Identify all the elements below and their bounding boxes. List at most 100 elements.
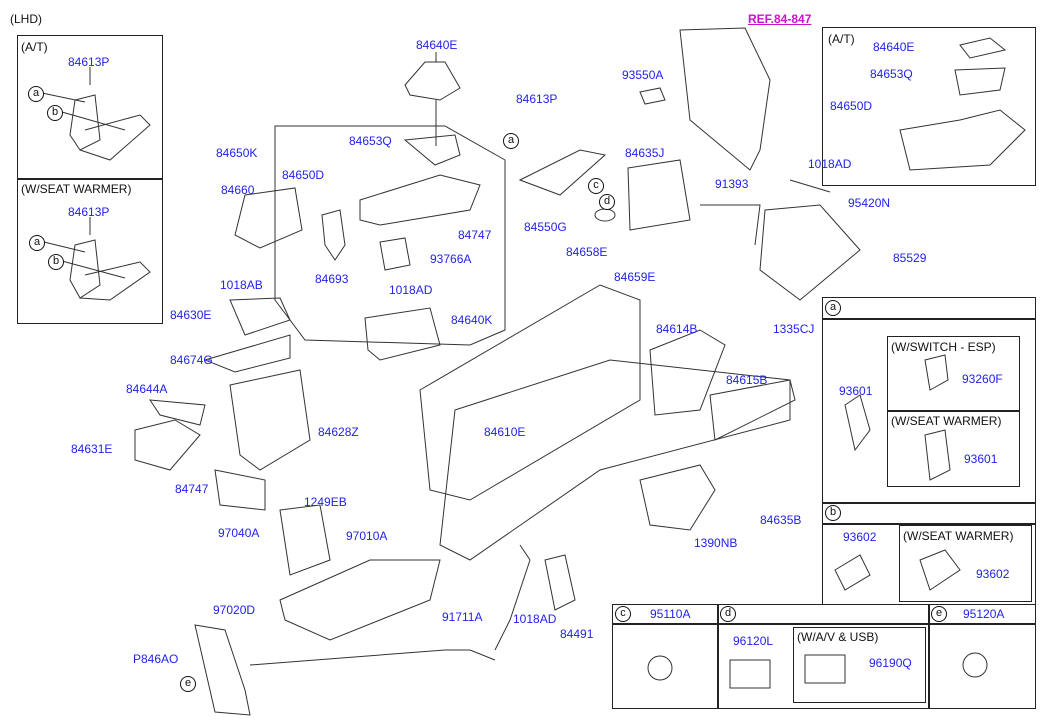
part-label[interactable]: 93602 xyxy=(976,567,1010,581)
part-label[interactable]: 84550G xyxy=(524,220,567,234)
part-label[interactable]: 1018AD xyxy=(389,283,433,297)
part-label[interactable]: 84674G xyxy=(170,353,213,367)
part-label[interactable]: 84650D xyxy=(282,168,325,182)
part-label[interactable]: 96120L xyxy=(733,634,774,648)
part-label[interactable]: 93550A xyxy=(622,68,664,82)
part-label[interactable]: 84610E xyxy=(484,425,526,439)
bracket-84491 xyxy=(544,554,576,611)
mat xyxy=(203,334,291,373)
part-label[interactable]: 95120A xyxy=(963,607,1005,621)
part-label[interactable]: 84660 xyxy=(221,183,255,197)
ref-link[interactable]: REF.84-847 xyxy=(748,12,812,26)
part-label[interactable]: 91393 xyxy=(715,177,749,191)
crash-pad-ref xyxy=(679,27,771,171)
knob-cover xyxy=(321,209,346,261)
panel-cde xyxy=(612,604,1036,709)
warmer-title: (W/SEAT WARMER) xyxy=(891,414,1002,428)
inset-right xyxy=(822,27,1036,186)
part-label[interactable]: 1390NB xyxy=(694,536,738,550)
part-label[interactable]: 93601 xyxy=(964,452,998,466)
part-label[interactable]: 84613P xyxy=(68,55,110,69)
part-label[interactable]: 93260F xyxy=(962,372,1003,386)
callout-a: a xyxy=(503,133,519,149)
cup-84550G xyxy=(594,208,616,222)
shift-bezel xyxy=(403,134,461,166)
part-label[interactable]: 85529 xyxy=(893,251,927,265)
armrest-lid xyxy=(234,187,303,249)
part-label[interactable]: 1018AD xyxy=(513,612,557,626)
inset-at-title: (A/T) xyxy=(21,40,48,54)
part-label[interactable]: 97010A xyxy=(346,529,388,543)
part-label[interactable]: 84640E xyxy=(873,40,915,54)
console-main-body xyxy=(439,359,791,561)
esp-title: (W/SWITCH - ESP) xyxy=(891,340,996,354)
part-label[interactable]: 84614B xyxy=(656,322,698,336)
part-label[interactable]: 84640E xyxy=(416,38,458,52)
panel-b-tag: b xyxy=(825,505,841,521)
divider xyxy=(928,604,930,709)
part-label[interactable]: 84650D xyxy=(830,99,873,113)
part-label[interactable]: 84635B xyxy=(760,513,802,527)
av-title: (W/A/V & USB) xyxy=(797,630,879,644)
part-label[interactable]: 97020D xyxy=(213,603,256,617)
part-label[interactable]: 84693 xyxy=(315,272,349,286)
console-upper-panel xyxy=(359,174,481,226)
callout-c: c xyxy=(588,178,604,194)
callout-a: a xyxy=(29,235,45,251)
part-label[interactable]: 84659E xyxy=(614,270,656,284)
part-label[interactable]: 84653Q xyxy=(870,67,913,81)
part-label[interactable]: 84635J xyxy=(625,146,665,160)
part-label[interactable]: 84640K xyxy=(451,313,493,327)
part-label[interactable]: 84491 xyxy=(560,627,594,641)
part-label[interactable]: 84631E xyxy=(71,442,113,456)
rear-console xyxy=(229,369,311,471)
part-label[interactable]: 93766A xyxy=(430,252,472,266)
part-label[interactable]: 84747 xyxy=(458,228,492,242)
bracket-85529 xyxy=(759,204,861,301)
warmer-title: (W/SEAT WARMER) xyxy=(903,529,1014,543)
part-label[interactable]: 84613P xyxy=(68,205,110,219)
rear-vent xyxy=(214,469,266,511)
trim-P846AO xyxy=(194,624,251,716)
part-label[interactable]: 84630E xyxy=(170,308,212,322)
part-label[interactable]: 95420N xyxy=(848,196,891,210)
divider xyxy=(822,523,1036,525)
part-label[interactable]: 1249EB xyxy=(304,495,347,509)
panel-d-variant xyxy=(793,627,926,703)
part-label[interactable]: 84747 xyxy=(175,482,209,496)
trim-84613P xyxy=(518,149,607,196)
console-side-left xyxy=(419,284,641,501)
part-label[interactable]: 95110A xyxy=(650,607,691,621)
part-label[interactable]: 84650K xyxy=(216,146,258,160)
part-label[interactable]: 84658E xyxy=(566,245,608,259)
callout-b: b xyxy=(48,254,64,270)
grille-84614B xyxy=(649,329,726,416)
divider xyxy=(822,318,1036,320)
part-label[interactable]: 93602 xyxy=(843,530,877,544)
bracket-84635B xyxy=(639,464,716,531)
divider xyxy=(887,410,1020,412)
part-label[interactable]: 84613P xyxy=(516,92,558,106)
part-label[interactable]: 84628Z xyxy=(318,425,359,439)
part-label[interactable]: 84653Q xyxy=(349,134,392,148)
panel-d-tag: d xyxy=(720,606,736,622)
part-label[interactable]: 84615B xyxy=(726,373,768,387)
inset-warmer-title: (W/SEAT WARMER) xyxy=(21,182,132,196)
part-label[interactable]: 96190Q xyxy=(869,656,912,670)
part-label[interactable]: 91711A xyxy=(442,610,483,624)
part-label[interactable]: 1018AD xyxy=(808,157,852,171)
lhd-label: (LHD) xyxy=(10,12,42,26)
console-side-panel-warmer xyxy=(69,239,151,301)
duct-97010A xyxy=(279,504,331,576)
panel-e-tag: e xyxy=(931,606,947,622)
part-label[interactable]: 1335CJ xyxy=(773,322,815,336)
inset-right-title: (A/T) xyxy=(828,32,855,46)
part-label[interactable]: P846AO xyxy=(133,652,179,666)
part-label[interactable]: 97040A xyxy=(218,526,260,540)
callout-e: e xyxy=(180,676,196,692)
part-label[interactable]: 84644A xyxy=(126,382,168,396)
part-label[interactable]: 93601 xyxy=(839,384,873,398)
part-label[interactable]: 1018AB xyxy=(220,278,263,292)
